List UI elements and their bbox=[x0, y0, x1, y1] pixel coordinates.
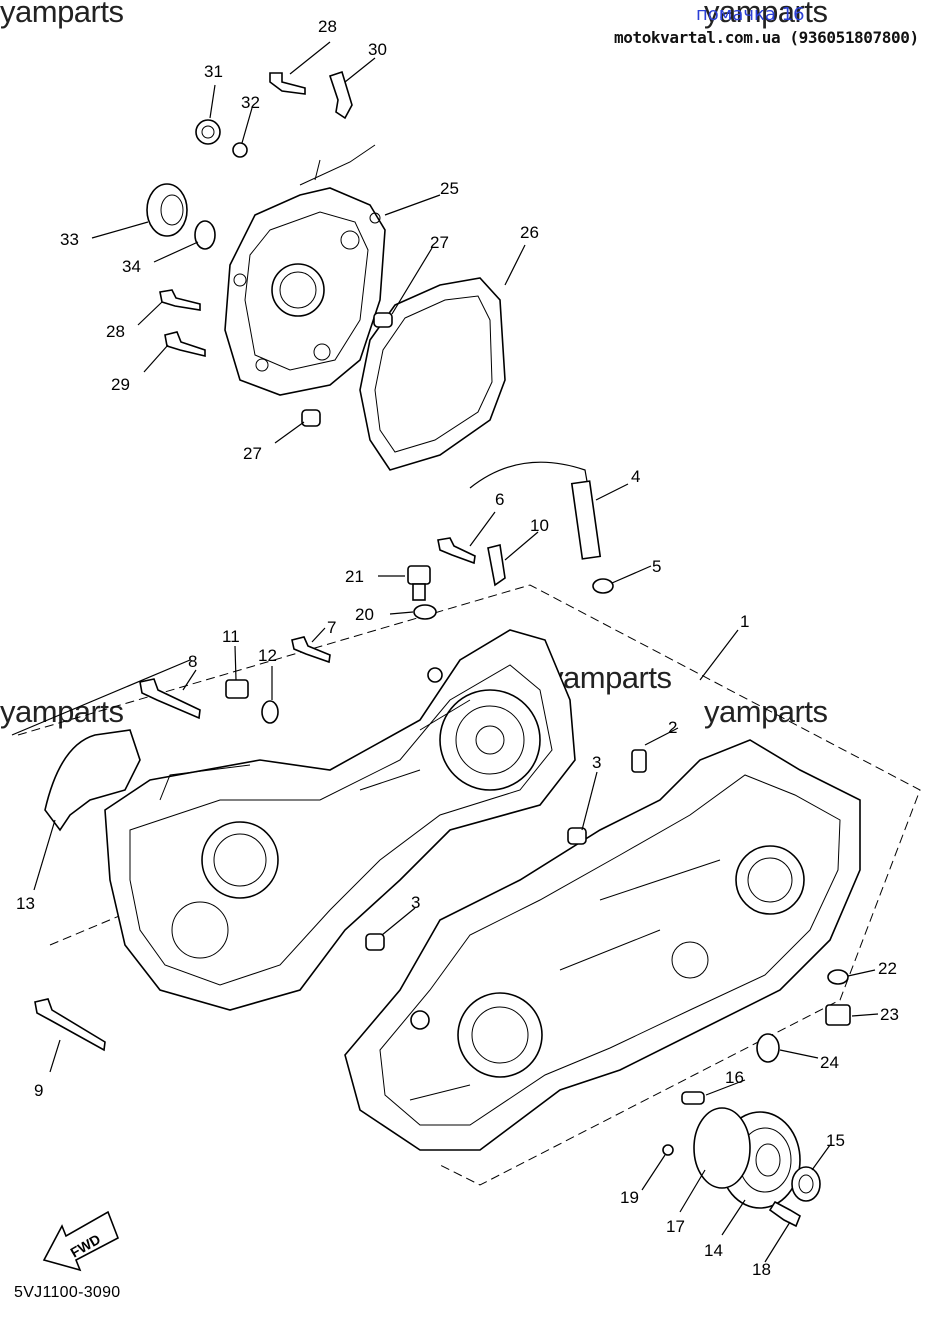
callout-3a: 3 bbox=[592, 753, 601, 772]
callout-16: 16 bbox=[725, 1068, 744, 1087]
callout-34: 34 bbox=[122, 257, 141, 276]
callout-15: 15 bbox=[826, 1131, 845, 1150]
callout-5: 5 bbox=[652, 557, 661, 576]
callout-26: 26 bbox=[520, 223, 539, 242]
right-crankcase-part bbox=[344, 739, 861, 1151]
callout-19: 19 bbox=[620, 1188, 639, 1207]
callout-12: 12 bbox=[258, 646, 277, 665]
callout-3b: 3 bbox=[411, 893, 420, 912]
callout-25: 25 bbox=[440, 179, 459, 198]
callout-10: 10 bbox=[530, 516, 549, 535]
callout-14: 14 bbox=[704, 1241, 723, 1260]
hose-part bbox=[469, 461, 601, 556]
callout-22: 22 bbox=[878, 959, 897, 978]
callout-33: 33 bbox=[60, 230, 79, 249]
callout-1: 1 bbox=[740, 612, 749, 631]
watermark-stamp: помачка 16 bbox=[696, 4, 805, 25]
left-crankcase-part bbox=[104, 629, 576, 1011]
callout-20: 20 bbox=[355, 605, 374, 624]
watermark-right: yamparts bbox=[704, 694, 828, 729]
callout-4: 4 bbox=[631, 467, 640, 486]
diagram-code: 5VJ1100-3090 bbox=[14, 1284, 121, 1301]
leader-box-13 bbox=[11, 659, 191, 736]
site-caption: motokvartal.com.ua (936051807800) bbox=[614, 28, 919, 47]
callout-17: 17 bbox=[666, 1217, 685, 1236]
small-parts bbox=[34, 70, 851, 1228]
fwd-arrow: FWD bbox=[42, 1210, 120, 1272]
callout-23: 23 bbox=[880, 1005, 899, 1024]
callout-24: 24 bbox=[820, 1053, 839, 1072]
callout-6: 6 bbox=[495, 490, 504, 509]
callout-30: 30 bbox=[368, 40, 387, 59]
callout-2: 2 bbox=[668, 718, 677, 737]
callout-27b: 27 bbox=[243, 444, 262, 463]
assembly-box-crankcase bbox=[17, 584, 921, 1186]
callout-28b: 28 bbox=[106, 322, 125, 341]
watermark-top-left: yamparts bbox=[0, 0, 124, 29]
callout-18: 18 bbox=[752, 1260, 771, 1279]
callout-21: 21 bbox=[345, 567, 364, 586]
watermark-top-right: yamparts bbox=[704, 0, 828, 29]
callout-8: 8 bbox=[188, 652, 197, 671]
plate-13-part bbox=[44, 729, 141, 832]
leader-lines bbox=[33, 41, 879, 1263]
gasket-part bbox=[359, 277, 506, 471]
callout-9: 9 bbox=[34, 1081, 43, 1100]
callout-7: 7 bbox=[327, 618, 336, 637]
case-cover-part bbox=[224, 144, 386, 396]
callout-32: 32 bbox=[241, 93, 260, 112]
callout-11: 11 bbox=[222, 627, 240, 646]
callout-29: 29 bbox=[111, 375, 130, 394]
watermark-left: yamparts bbox=[0, 694, 124, 729]
callout-labels: 1 2 3 3 4 5 6 7 8 9 10 11 12 13 14 15 16… bbox=[16, 17, 899, 1279]
callout-28a: 28 bbox=[318, 17, 337, 36]
callout-27a: 27 bbox=[430, 233, 449, 252]
watermark-middle: yamparts bbox=[548, 660, 672, 695]
callout-13: 13 bbox=[16, 894, 35, 913]
callout-31: 31 bbox=[204, 62, 223, 81]
